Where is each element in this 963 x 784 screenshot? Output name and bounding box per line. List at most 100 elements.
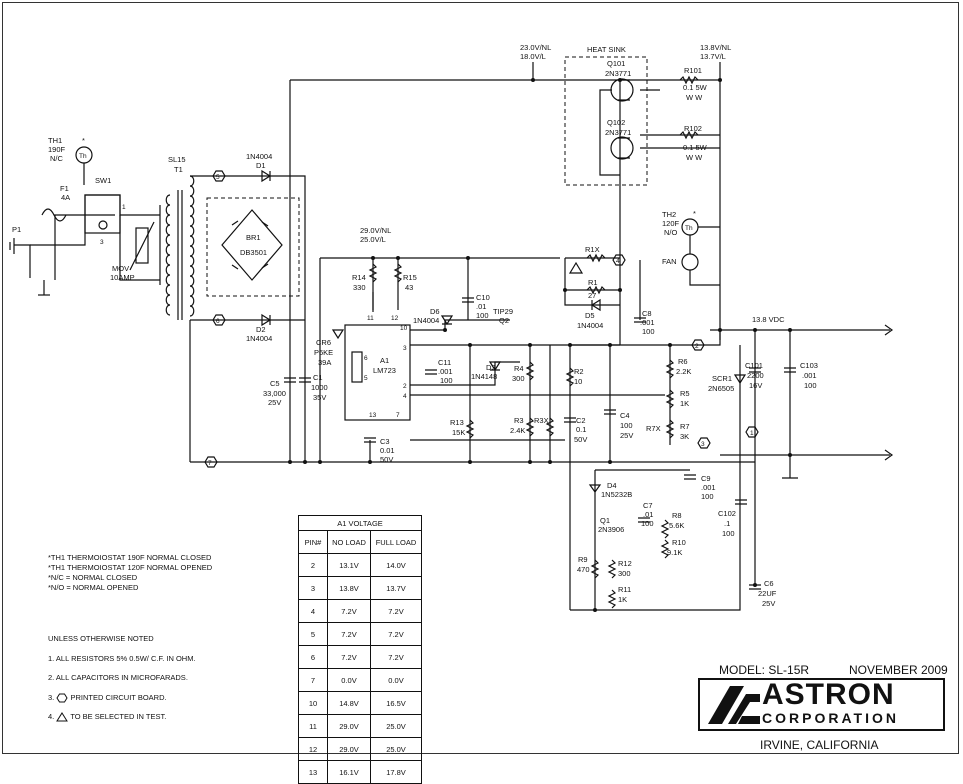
q101-transistor xyxy=(599,78,634,176)
lbl-d1t: 1N4004 xyxy=(246,152,272,161)
lbl-br1t: DB3501 xyxy=(240,248,267,257)
table-cell: 7.2V xyxy=(327,645,371,669)
mov xyxy=(135,227,149,264)
table-cell: 29.0V xyxy=(327,714,371,738)
lbl-d4: D4 xyxy=(607,481,617,490)
table-cell: 6 xyxy=(298,645,328,669)
lbl-c6a: 22UF xyxy=(758,589,777,598)
diodes xyxy=(261,169,747,494)
lbl-r7x: R7X xyxy=(646,424,661,433)
lbl-r1: R1 xyxy=(588,278,598,287)
lbl-d2: D2 xyxy=(256,325,266,334)
lbl-r15v: 43 xyxy=(405,283,413,292)
lbl-f1: F1 xyxy=(60,184,69,193)
lbl-c3: C3 xyxy=(380,437,390,446)
lbl-r102v: 0.1 5W xyxy=(683,143,708,152)
lbl-c6b: 25V xyxy=(762,599,775,608)
table-cell: 13.1V xyxy=(327,553,371,577)
pcb-terminals xyxy=(204,170,759,468)
lbl-c1: C1 xyxy=(313,373,323,382)
note-2: 2. ALL CAPACITORS IN MICROFARADS. xyxy=(48,673,188,682)
select-in-test-icon xyxy=(568,261,584,274)
lbl-vdc: 13.8 VDC xyxy=(752,315,785,324)
note-3-text: PRINTED CIRCUIT BOARD. xyxy=(70,692,167,702)
lbl-r3v: 2.4K xyxy=(510,426,525,435)
mov-slash xyxy=(129,221,155,271)
table-cell: 13 xyxy=(298,760,328,784)
fan-icon xyxy=(681,253,699,271)
lbl-d3t: 1N4148 xyxy=(471,372,497,381)
schematic: HEAT SINK 23.0V/NL 18.0V/L 13.8V/NL 13.7… xyxy=(9,43,894,612)
lbl-r10v: 9.1K xyxy=(667,548,682,557)
lbl-q102: Q102 xyxy=(607,118,625,127)
output-terminals xyxy=(884,324,894,461)
wires xyxy=(14,62,890,611)
lbl-c10: C10 xyxy=(476,293,490,302)
lbl-th2v: 120F xyxy=(662,219,680,228)
note-4-text: TO BE SELECTED IN TEST. xyxy=(70,712,167,721)
table-cell: 4 xyxy=(298,599,328,623)
transformer-t1 xyxy=(165,175,195,320)
lbl-c9b: 100 xyxy=(701,492,714,501)
resistors xyxy=(368,75,699,609)
note-3: 3. PRINTED CIRCUIT BOARD. xyxy=(48,688,196,708)
table-cell: 17.8V xyxy=(370,760,422,784)
lbl-r12v: 300 xyxy=(618,569,631,578)
lbl-c10a: .01 xyxy=(476,302,486,311)
lbl-r11v: 1K xyxy=(618,595,627,604)
lbl-c102: C102 xyxy=(718,509,736,518)
lbl-v29: 29.0V/NL xyxy=(360,226,391,235)
table-cell: 7.2V xyxy=(327,599,371,623)
table-cell: 0.0V xyxy=(370,668,422,692)
table-cell: 7.2V xyxy=(370,599,422,623)
lbl-d2t: 1N4004 xyxy=(246,334,272,343)
lbl-p1: P1 xyxy=(12,225,21,234)
lbl-c7a: .01 xyxy=(643,510,653,519)
lbl-th1-th: Th xyxy=(79,153,87,160)
lbl-th2s: N/O xyxy=(664,228,678,237)
brand-name: ASTRON xyxy=(762,678,895,711)
table-cell: 13.7V xyxy=(370,576,422,600)
lbl-pcb2: 2 xyxy=(695,343,699,350)
lbl-r9v: 470 xyxy=(577,565,590,574)
table-cell: 12 xyxy=(298,737,328,761)
lbl-r1v: 27 xyxy=(588,291,596,300)
table-cell: 7.2V xyxy=(327,622,371,646)
lbl-c103b: 100 xyxy=(804,381,817,390)
date-label: NOVEMBER 2009 xyxy=(849,663,948,677)
logo-box: ASTRON CORPORATION xyxy=(698,678,945,731)
lbl-r14v: 330 xyxy=(353,283,366,292)
lbl-r2v: 10 xyxy=(574,377,582,386)
lbl-th1: TH1 xyxy=(48,136,62,145)
lbl-v23: 23.0V/NL xyxy=(520,43,551,52)
lbl-th2-th: Th xyxy=(685,225,693,232)
lbl-r10: R10 xyxy=(672,538,686,547)
lbl-r101: R101 xyxy=(684,66,702,75)
lbl-pin5: 5 xyxy=(364,375,368,382)
lbl-v137: 13.7V/L xyxy=(700,52,726,61)
table-cell: 16.5V xyxy=(370,691,422,715)
lbl-r101v: 0.1 5W xyxy=(683,83,708,92)
lbl-r8v: 5.6K xyxy=(669,521,684,530)
lbl-c3b: 50V xyxy=(380,455,393,464)
lbl-q101t: 2N3771 xyxy=(605,69,631,78)
lbl-c101: C101 xyxy=(745,361,763,370)
note-4-num: 4. xyxy=(48,712,55,721)
table-header-row: PIN# NO LOAD FULL LOAD xyxy=(298,530,422,554)
lbl-c103: C103 xyxy=(800,361,818,370)
switch-sw1 xyxy=(84,194,121,234)
lbl-c7: C7 xyxy=(643,501,653,510)
lbl-r7: R7 xyxy=(680,422,690,431)
lbl-pin11: 11 xyxy=(367,315,374,322)
lbl-r101w: W W xyxy=(686,93,703,102)
lbl-r102: R102 xyxy=(684,124,702,133)
astron-logo-icon xyxy=(708,686,760,724)
table-cell: 7 xyxy=(298,668,328,692)
capacitors xyxy=(284,297,796,590)
lbl-pcb5: 5 xyxy=(216,174,220,181)
